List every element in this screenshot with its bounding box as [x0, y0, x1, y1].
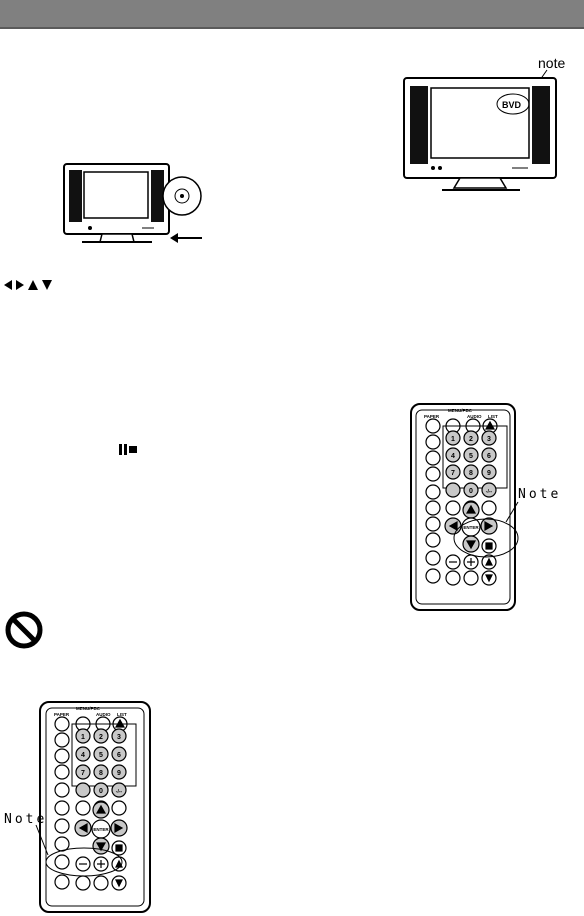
svg-text:-/--: -/--	[486, 489, 493, 495]
svg-text:1: 1	[81, 734, 85, 741]
svg-text:-/--: -/--	[116, 789, 123, 795]
left-arrow-icon	[3, 279, 13, 291]
down-arrow-icon	[41, 279, 53, 291]
arrow-key-glyphs	[3, 278, 53, 292]
svg-text:3: 3	[487, 436, 491, 443]
svg-text:8: 8	[469, 470, 473, 477]
prohibited-icon	[4, 610, 44, 650]
tv-bvd-screen-figure: note BVD	[402, 52, 570, 200]
top-label-1: PAPER	[54, 712, 70, 717]
svg-text:0: 0	[469, 488, 473, 495]
svg-text:9: 9	[487, 470, 491, 477]
enter-label: ENTER	[93, 827, 109, 832]
svg-text:5: 5	[99, 752, 103, 759]
svg-text:2: 2	[469, 436, 473, 443]
svg-text:2: 2	[99, 734, 103, 741]
tv-disc-insert-figure	[62, 162, 204, 250]
top-label-2: MENU/PBC	[448, 408, 473, 413]
top-label-4: LIST	[488, 414, 498, 419]
note-label: Note	[518, 487, 561, 502]
enter-label: ENTER	[463, 525, 479, 530]
svg-text:3: 3	[117, 734, 121, 741]
remote-right-figure: PAPER MENU/PBC AUDIO LIST 1 2 3 4 5 6 7 …	[408, 400, 578, 614]
top-label-1: PAPER	[424, 414, 440, 419]
svg-text:5: 5	[469, 453, 473, 460]
svg-text:0: 0	[99, 788, 103, 795]
top-label-3: AUDIO	[96, 712, 111, 717]
note-label: Note	[4, 812, 47, 827]
top-label-2: MENU/PBC	[76, 706, 101, 711]
insert-arrow-icon	[170, 233, 202, 243]
svg-text:9: 9	[117, 770, 121, 777]
svg-text:7: 7	[81, 770, 85, 777]
top-label-3: AUDIO	[467, 414, 482, 419]
right-arrow-icon	[15, 279, 25, 291]
top-label-4: LIST	[117, 712, 127, 717]
svg-text:4: 4	[81, 752, 85, 759]
side-buttons	[426, 435, 440, 583]
note-label: note	[538, 55, 565, 71]
svg-text:6: 6	[117, 752, 121, 759]
svg-text:1: 1	[451, 436, 455, 443]
svg-text:4: 4	[451, 453, 455, 460]
screen-text: BVD	[502, 100, 522, 110]
svg-text:6: 6	[487, 453, 491, 460]
svg-text:8: 8	[99, 770, 103, 777]
pause-step-icon	[119, 444, 137, 455]
svg-text:7: 7	[451, 470, 455, 477]
remote-left-figure: PAPER MENU/PBC AUDIO LIST 1 2 3 4 5 6 7 …	[0, 700, 156, 914]
up-arrow-icon	[27, 279, 39, 291]
header-bar	[0, 0, 584, 29]
side-buttons	[55, 733, 69, 889]
